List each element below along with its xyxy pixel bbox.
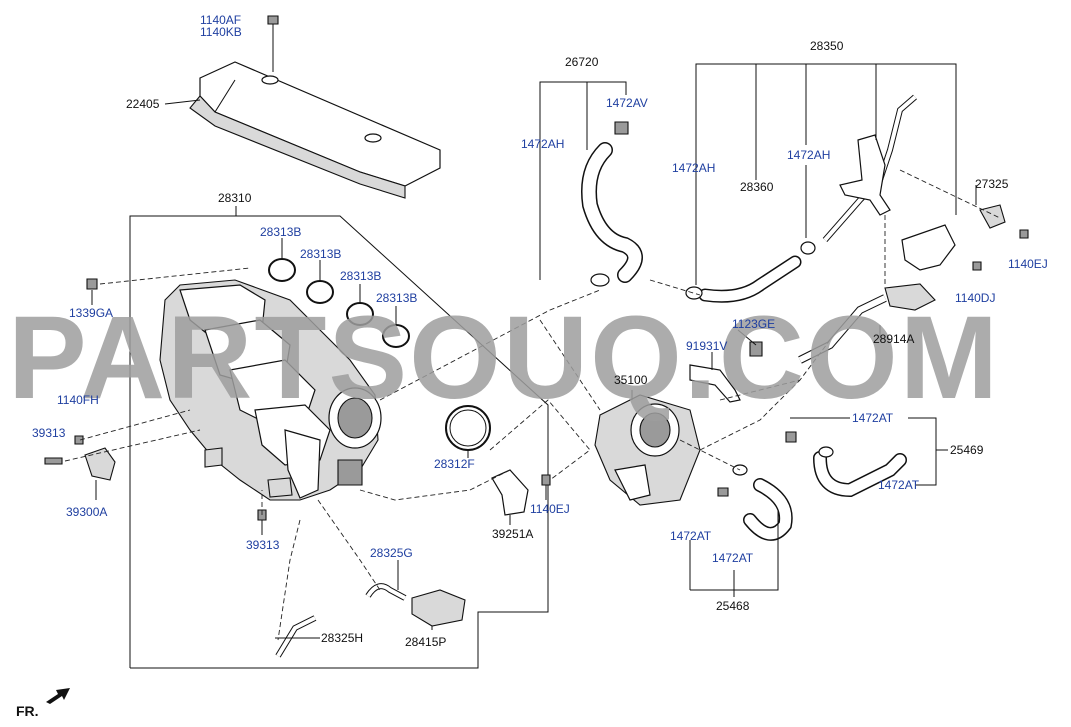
label-1472AT-1[interactable]: 1472AT — [852, 411, 894, 425]
label-1140AF[interactable]: 1140AF — [200, 13, 241, 27]
label-1123GE[interactable]: 1123GE — [732, 317, 775, 331]
engine-cover-part — [189, 15, 441, 199]
label-91931V[interactable]: 91931V — [686, 339, 727, 353]
label-39300A[interactable]: 39300A — [66, 505, 107, 519]
label-28360[interactable]: 28360 — [740, 180, 774, 194]
label-39251A[interactable]: 39251A — [492, 527, 533, 541]
label-28313B-4[interactable]: 28313B — [376, 291, 417, 305]
label-1339GA[interactable]: 1339GA — [69, 306, 113, 320]
label-25468[interactable]: 25468 — [716, 599, 750, 613]
label-1472AH-2[interactable]: 1472AH — [672, 161, 715, 175]
front-direction-label: FR. — [16, 703, 39, 719]
vacuum-pipe-part — [685, 94, 1029, 303]
watermark-text: PARTSOUQ.COM — [8, 292, 1000, 424]
label-26720[interactable]: 26720 — [565, 55, 599, 69]
label-1140KB[interactable]: 1140KB — [200, 25, 242, 39]
label-28350[interactable]: 28350 — [810, 39, 844, 53]
label-28313B-1[interactable]: 28313B — [260, 225, 301, 239]
intake-manifold-part — [159, 279, 382, 501]
pcv-hose-part — [581, 121, 643, 287]
front-direction-indicator: FR. — [16, 688, 70, 719]
label-1140EJ-2[interactable]: 1140EJ — [1008, 257, 1048, 271]
label-39313-2[interactable]: 39313 — [246, 538, 280, 552]
purge-hoses-part — [275, 583, 466, 658]
map-sensor-part — [44, 278, 267, 521]
label-28310[interactable]: 28310 — [218, 191, 252, 205]
gasket-rings — [268, 258, 491, 451]
label-25469[interactable]: 25469 — [950, 443, 984, 457]
brake-booster-hose-part — [798, 283, 936, 364]
throttle-body-part — [594, 341, 763, 506]
label-1472AT-2[interactable]: 1472AT — [878, 478, 920, 492]
leader-lines — [91, 63, 977, 639]
label-39313-1[interactable]: 39313 — [32, 426, 66, 440]
label-22405[interactable]: 22405 — [126, 97, 160, 111]
label-1472AV[interactable]: 1472AV — [606, 96, 648, 110]
label-1472AT-4[interactable]: 1472AT — [712, 551, 754, 565]
label-35100[interactable]: 35100 — [614, 373, 648, 387]
label-28313B-2[interactable]: 28313B — [300, 247, 341, 261]
manifold-box-outline — [129, 215, 549, 669]
label-1472AT-3[interactable]: 1472AT — [670, 529, 712, 543]
label-28325G[interactable]: 28325G — [370, 546, 413, 560]
front-arrow-icon — [46, 688, 70, 704]
assembly-lines — [64, 169, 1001, 641]
coolant-hoses-part — [717, 431, 907, 541]
label-1472AH-3[interactable]: 1472AH — [787, 148, 830, 162]
label-1140DJ[interactable]: 1140DJ — [955, 291, 995, 305]
label-28415P[interactable]: 28415P — [405, 635, 446, 649]
label-1140EJ-1[interactable]: 1140EJ — [530, 502, 570, 516]
label-1140FH[interactable]: 1140FH — [57, 393, 99, 407]
label-28914A[interactable]: 28914A — [873, 332, 914, 346]
callout-labels: 1140AF 1140KB 22405 28310 28313B 28313B … — [32, 13, 1048, 649]
label-1472AH-1[interactable]: 1472AH — [521, 137, 564, 151]
label-28313B-3[interactable]: 28313B — [340, 269, 381, 283]
label-27325[interactable]: 27325 — [975, 177, 1009, 191]
label-28312F[interactable]: 28312F — [434, 457, 475, 471]
label-28325H[interactable]: 28325H — [321, 631, 363, 645]
